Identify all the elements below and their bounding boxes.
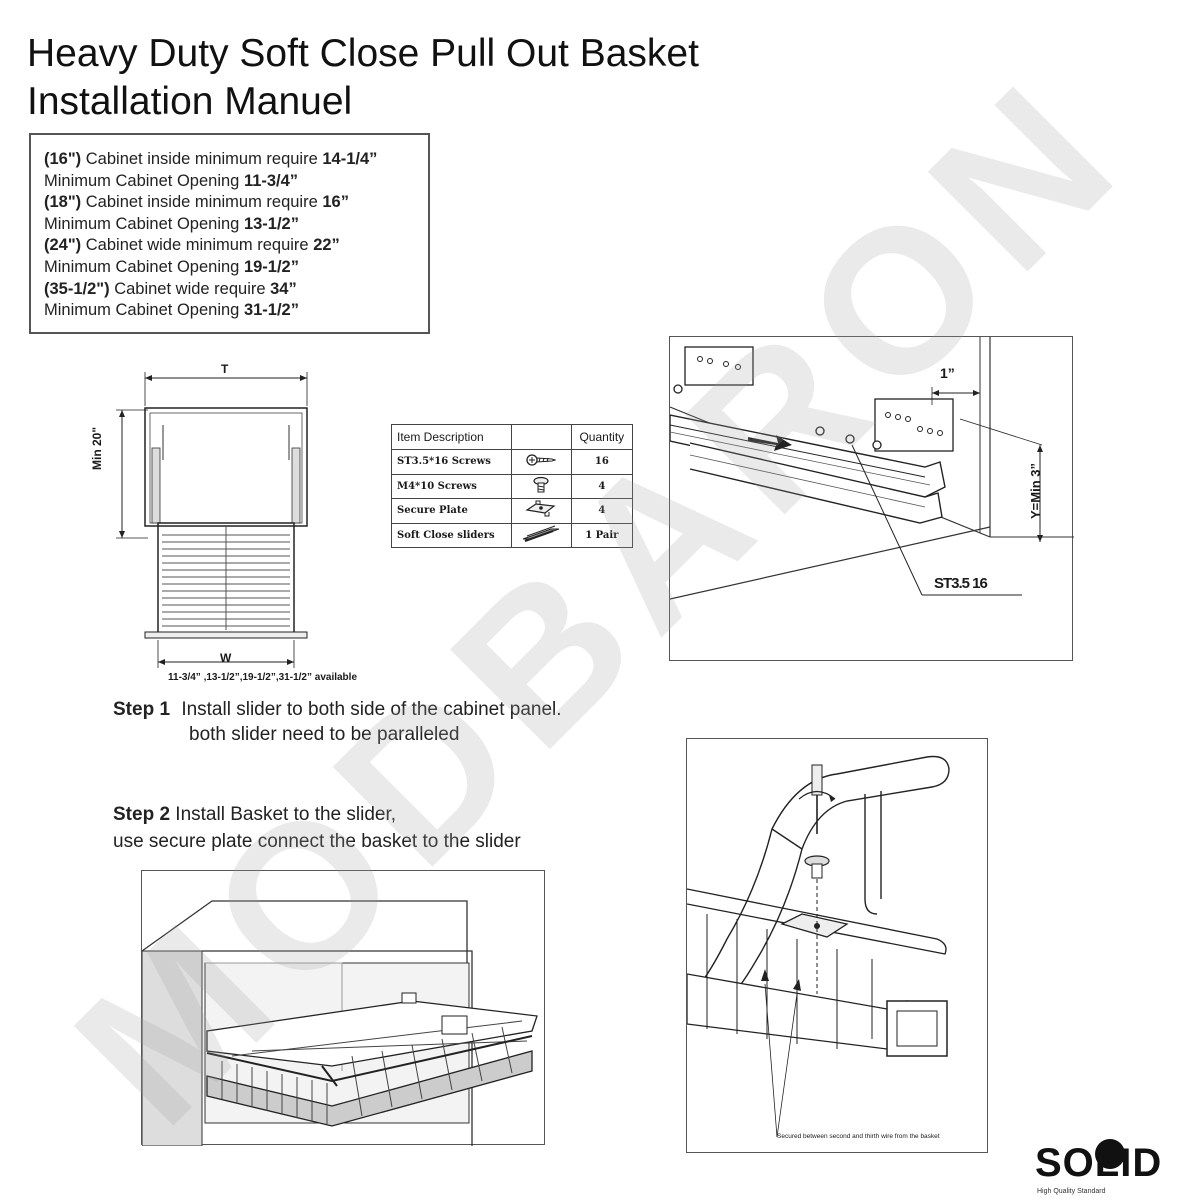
step-2-instruction: Step 2 Install Basket to the slider, <box>113 802 396 828</box>
part-quantity: 16 <box>570 449 634 475</box>
logo-word: SOLID <box>1035 1141 1163 1185</box>
basket-front-view-diagram <box>116 372 308 668</box>
spec-line: Minimum Cabinet Opening 11-3/4” <box>44 171 299 190</box>
title-line-2: Installation Manuel <box>27 80 353 123</box>
secure-plate-detail-figure: Secured between second and thirth wire f… <box>686 738 988 1153</box>
logo-dot-icon <box>1095 1139 1125 1169</box>
spec-line: (18") Cabinet inside minimum require 16” <box>44 193 349 212</box>
header-icon <box>510 424 572 450</box>
part-name: Secure Plate <box>391 498 512 524</box>
height-y-label: Y=Min 3” <box>1028 463 1043 519</box>
cabinet-requirements-box: (16") Cabinet inside minimum require 14-… <box>29 133 430 334</box>
part-quantity: 1 Pair <box>570 522 634 548</box>
min-height-label: Min 20" <box>90 426 104 470</box>
part-name: Soft Close sliders <box>391 522 512 548</box>
screw-icon <box>526 454 557 466</box>
basket-in-cabinet-diagram <box>141 900 538 1147</box>
step-2-label: Step 2 <box>113 804 171 825</box>
step-2-line-2: use secure plate connect the basket to t… <box>113 831 521 852</box>
part-name: ST3.5*16 Screws <box>391 449 512 475</box>
solid-logo: SOLID High Quality Standard <box>1035 1135 1185 1195</box>
spec-line: Minimum Cabinet Opening 19-1/2” <box>44 257 299 276</box>
header-item-description: Item Description <box>391 424 512 450</box>
basket-install-figure <box>141 870 545 1147</box>
available-sizes-note: 11-3/4” ,13-1/2”,19-1/2”,31-1/2” availab… <box>168 672 358 683</box>
offset-1-inch-label: 1” <box>940 365 955 381</box>
logo-tagline: High Quality Standard <box>1037 1188 1106 1195</box>
slider-installation-diagram <box>669 337 1074 600</box>
plate-icon <box>525 500 556 517</box>
step-1-instruction: Step 1 Install slider to both side of th… <box>113 697 562 723</box>
part-quantity: 4 <box>570 473 634 499</box>
spec-line: (24") Cabinet wide minimum require 22” <box>44 236 340 255</box>
slider-icon <box>522 525 560 542</box>
step-2-line-1: Install Basket to the slider, <box>170 804 397 825</box>
spec-line: (35-1/2") Cabinet wide require 34” <box>44 279 297 298</box>
step-1-label: Step 1 <box>113 699 171 720</box>
spec-line: Minimum Cabinet Opening 31-1/2” <box>44 301 299 320</box>
table-row: M4*10 Screws 4 <box>391 473 634 499</box>
title-line-1: Heavy Duty Soft Close Pull Out Basket <box>27 32 699 75</box>
step-1-line-2: both slider need to be paralleled <box>189 724 460 745</box>
header-quantity: Quantity <box>570 424 634 450</box>
slider-installation-figure: 1” Y=Min 3” ST3.5 16 <box>669 336 1074 661</box>
part-quantity: 4 <box>570 498 634 524</box>
page-title: Heavy Duty Soft Close Pull Out Basket In… <box>27 30 699 126</box>
secure-plate-detail-diagram <box>686 755 950 1138</box>
part-name: M4*10 Screws <box>391 473 512 499</box>
table-row: Secure Plate 4 <box>391 498 634 524</box>
width-w-label: W <box>220 651 232 665</box>
screw-callout-label: ST3.5 16 <box>934 575 988 592</box>
parts-table-header: Item Description Quantity <box>391 424 634 450</box>
bolt-icon <box>533 476 549 493</box>
step-1-line-1: Install slider to both side of the cabin… <box>181 699 562 720</box>
table-row: ST3.5*16 Screws 16 <box>391 449 634 475</box>
detail-caption: Secured between second and thirth wire f… <box>777 1133 940 1140</box>
width-t-label: T <box>221 362 229 376</box>
spec-line: Minimum Cabinet Opening 13-1/2” <box>44 214 299 233</box>
table-row: Soft Close sliders 1 Pair <box>391 522 634 548</box>
spec-line: (16") Cabinet inside minimum require 14-… <box>44 150 378 168</box>
parts-table: Item Description Quantity ST3.5*16 Screw… <box>391 424 634 548</box>
